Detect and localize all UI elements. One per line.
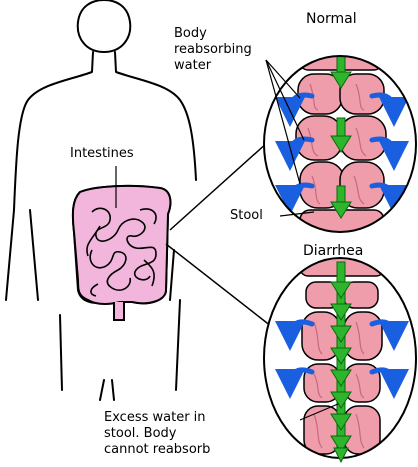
- body-reabsorbing-label-line-3: water: [174, 58, 211, 73]
- diarrhea-heading: Diarrhea: [303, 244, 363, 259]
- zoom-line-bottom: [166, 244, 276, 330]
- normal-magnified-view: [264, 50, 416, 240]
- stool-label: Stool: [230, 208, 263, 223]
- body-reabsorbing-label-line-1: Body: [174, 26, 207, 41]
- excess-water-label-line-1: Excess water in: [104, 410, 206, 425]
- rectum: [114, 302, 124, 320]
- excess-water-label-line-2: stool. Body: [104, 426, 176, 441]
- excess-water-label-line-3: cannot reabsorb: [104, 442, 210, 457]
- body-reabsorbing-label-line-2: reabsorbing: [174, 42, 252, 57]
- intestines-label: Intestines: [70, 146, 134, 161]
- normal-heading: Normal: [306, 12, 357, 27]
